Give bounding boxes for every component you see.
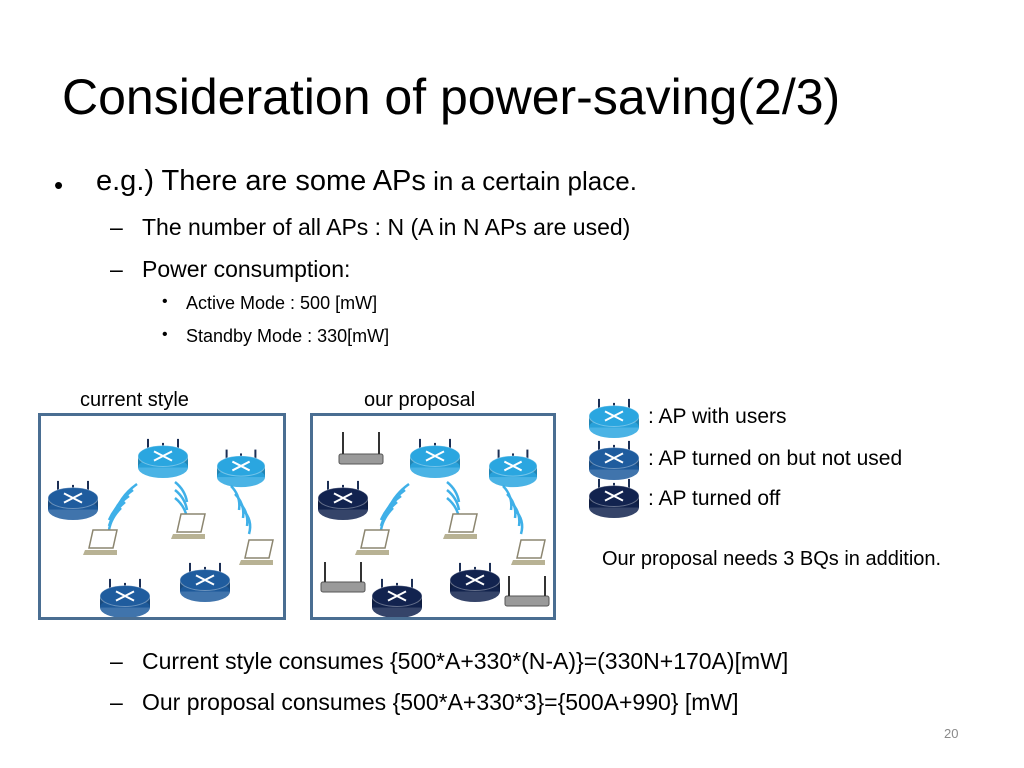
legend-icon-active	[588, 398, 640, 439]
dot-marker: •	[162, 326, 168, 343]
router-icon-active	[409, 438, 461, 479]
legend-label-standby: : AP turned on but not used	[648, 447, 903, 470]
standby-mode-item: Standby Mode : 330[mW]	[186, 326, 390, 346]
wifi-waves	[107, 481, 252, 535]
dash-marker: –	[110, 214, 123, 240]
dash-marker: –	[110, 256, 123, 282]
caption-our-proposal: our proposal	[364, 389, 476, 411]
sub-bullet-power: Power consumption:	[142, 256, 351, 282]
laptop-icon	[443, 513, 478, 539]
main-bullet: e.g.) There are some APs in a certain pl…	[96, 165, 637, 198]
our-proposal-scene	[317, 432, 550, 617]
router-icon-standby	[179, 562, 231, 603]
formula-current-style: Current style consumes {500*A+330*(N-A)}…	[142, 648, 789, 674]
bq-device-icon	[338, 432, 384, 465]
main-bullet-tail: in a certain place.	[425, 166, 637, 196]
bullet-marker: •	[54, 170, 64, 200]
caption-current-style: current style	[80, 389, 189, 411]
router-icon-standby	[47, 480, 99, 521]
router-icon-active	[488, 449, 538, 488]
legend-label-active: : AP with users	[648, 405, 787, 428]
legend-label-off: : AP turned off	[648, 487, 781, 510]
proposal-note: Our proposal needs 3 BQs in addition.	[602, 548, 942, 570]
router-icon-off	[449, 562, 501, 603]
laptop-icon	[171, 513, 206, 539]
bq-device-icon	[320, 562, 366, 593]
legend-icons	[588, 398, 640, 519]
dot-marker: •	[162, 293, 168, 310]
active-mode-item: Active Mode : 500 [mW]	[186, 293, 378, 313]
router-icon-off	[371, 578, 423, 617]
router-icon-active	[137, 438, 189, 479]
legend-icon-off	[588, 478, 640, 519]
current-style-diagram	[38, 413, 286, 620]
laptop-icon	[355, 529, 390, 555]
dash-marker: –	[110, 648, 123, 674]
slide-page-number: 20	[944, 726, 959, 741]
dash-marker: –	[110, 689, 123, 715]
our-proposal-diagram	[310, 413, 556, 620]
slide-title: Consideration of power-saving(2/3)	[62, 69, 841, 125]
bq-device-icon	[504, 576, 550, 607]
laptop-icon	[83, 529, 118, 555]
router-icon-active	[216, 449, 266, 488]
laptop-icon	[239, 539, 274, 565]
laptop-icon	[511, 539, 546, 565]
current-style-scene	[47, 438, 274, 617]
router-icon-standby	[99, 578, 151, 617]
router-icon-off	[317, 480, 369, 521]
formula-our-proposal: Our proposal consumes {500*A+330*3}={500…	[142, 689, 739, 715]
sub-bullet-ap-count: The number of all APs : N (A in N APs ar…	[142, 214, 631, 240]
main-bullet-lead: e.g.) There are some APs	[96, 165, 426, 197]
legend-icon-standby	[588, 440, 640, 481]
